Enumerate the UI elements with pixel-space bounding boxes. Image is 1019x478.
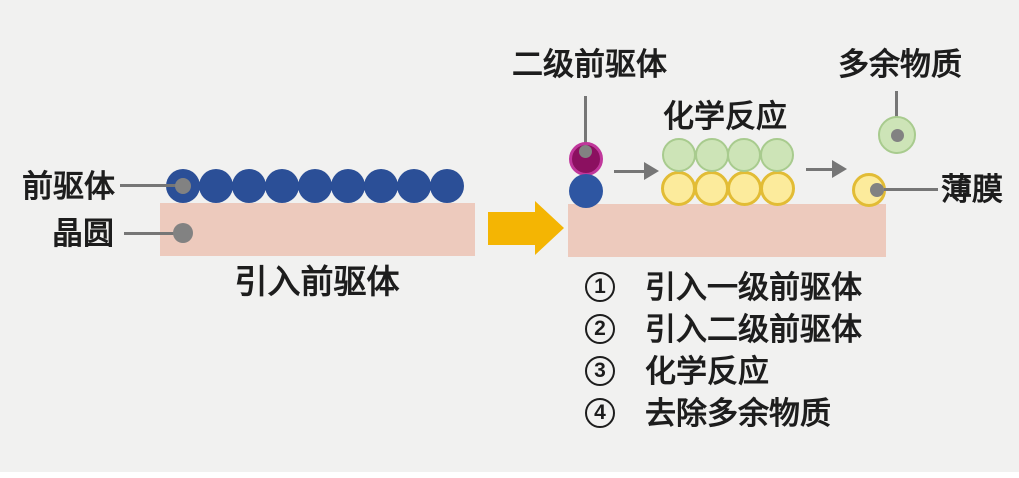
precursor-label: 前驱体 xyxy=(22,169,115,204)
precursor-leader-dot xyxy=(175,178,191,194)
step-row-2: 2 引入二级前驱体 xyxy=(585,312,862,346)
wafer-label: 晶圆 xyxy=(52,216,114,251)
wafer-substrate-left xyxy=(160,203,475,256)
step-row-4: 4 去除多余物质 xyxy=(585,396,862,430)
film-leader-dot xyxy=(870,183,884,197)
reaction-label: 化学反应 xyxy=(663,99,787,134)
step-text: 引入二级前驱体 xyxy=(645,311,862,347)
big-arrow-shaft xyxy=(488,212,535,245)
secondary-precursor-label: 二级前驱体 xyxy=(512,47,667,82)
excess-leader-dot xyxy=(891,129,904,142)
adsorbed-precursor-molecule xyxy=(569,174,603,208)
precursor-molecule xyxy=(265,169,299,203)
step-text: 去除多余物质 xyxy=(645,395,831,431)
film-layer-molecule xyxy=(661,171,696,206)
step-text: 化学反应 xyxy=(645,353,769,389)
reaction-product-molecule xyxy=(662,138,696,172)
reaction-arrow-1-icon xyxy=(644,162,659,180)
precursor-molecule xyxy=(331,169,365,203)
reaction-arrow-1-line xyxy=(614,170,645,173)
step-row-1: 1 引入一级前驱体 xyxy=(585,270,862,304)
precursor-leader-line xyxy=(120,184,180,187)
wafer-substrate-right xyxy=(568,204,886,257)
left-panel-caption: 引入前驱体 xyxy=(234,263,400,300)
thin-film-label: 薄膜 xyxy=(941,172,1003,207)
secondary-precursor-leader-line xyxy=(584,96,587,152)
secondary-precursor-leader-dot xyxy=(579,145,592,158)
bottom-white-strip xyxy=(0,472,1019,478)
process-steps-list: 1 引入一级前驱体 2 引入二级前驱体 3 化学反应 4 去除多余物质 xyxy=(585,270,862,438)
reaction-arrow-2-line xyxy=(806,168,834,171)
precursor-molecule xyxy=(232,169,266,203)
wafer-leader-dot xyxy=(173,223,193,243)
film-leader-line xyxy=(884,188,938,191)
wafer-leader-line xyxy=(124,232,180,235)
step-number-badge: 3 xyxy=(585,356,615,386)
film-layer-molecule xyxy=(694,171,729,206)
precursor-molecule xyxy=(364,169,398,203)
precursor-molecule xyxy=(298,169,332,203)
excess-leader-line xyxy=(895,91,898,137)
precursor-molecule xyxy=(430,169,464,203)
big-arrow-icon xyxy=(535,201,564,255)
reaction-arrow-2-icon xyxy=(832,160,847,178)
film-layer-molecule xyxy=(727,171,762,206)
precursor-molecule xyxy=(397,169,431,203)
reaction-product-molecule xyxy=(695,138,729,172)
precursor-molecule xyxy=(199,169,233,203)
step-row-3: 3 化学反应 xyxy=(585,354,862,388)
step-number-badge: 4 xyxy=(585,398,615,428)
step-number-badge: 1 xyxy=(585,272,615,302)
reaction-product-molecule xyxy=(727,138,761,172)
reaction-product-molecule xyxy=(760,138,794,172)
excess-material-label: 多余物质 xyxy=(838,47,962,82)
film-layer-molecule xyxy=(760,171,795,206)
step-text: 引入一级前驱体 xyxy=(645,269,862,305)
step-number-badge: 2 xyxy=(585,314,615,344)
